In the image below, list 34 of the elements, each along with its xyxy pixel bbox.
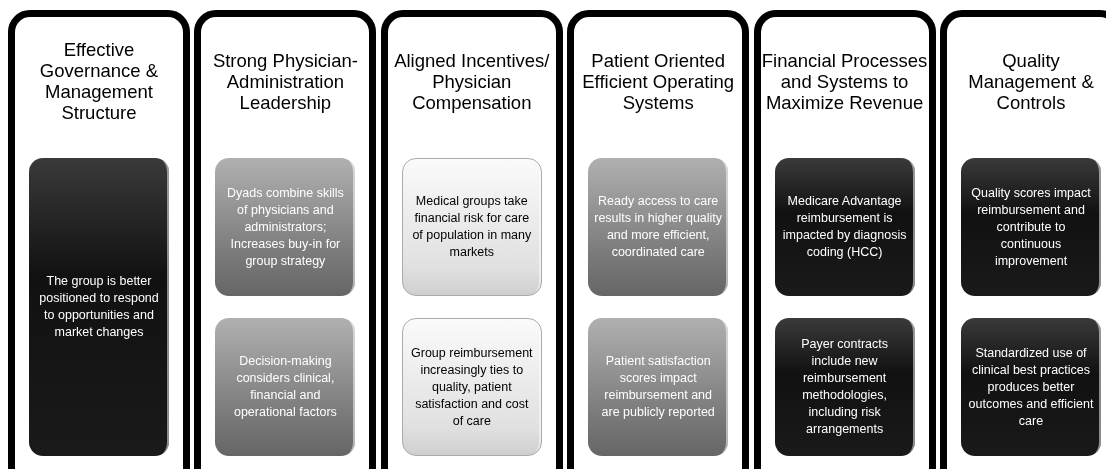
card-text: Medicare Advantage reimbursement is impacted by diagnosis coding (HCC) bbox=[781, 193, 908, 261]
description-card bbox=[774, 158, 915, 296]
card-text: The group is better positioned to respond to opportunities and market changes bbox=[38, 273, 160, 341]
category-column bbox=[567, 10, 750, 469]
column-heading: Aligned Incentives/ Physician Compensation bbox=[393, 49, 551, 113]
card-text: Medical groups take financial risk for care of population in many markets bbox=[411, 193, 533, 261]
category-column bbox=[753, 10, 936, 469]
category-column bbox=[8, 10, 190, 469]
card-text: Ready access to care results in higher quality and more efficient, coordinated care bbox=[594, 193, 723, 261]
card-text: Payer contracts include new reimbursement methodologies, including risk arrangements bbox=[800, 336, 889, 438]
category-column bbox=[940, 10, 1106, 469]
description-card bbox=[774, 318, 915, 456]
description-card bbox=[401, 318, 542, 456]
description-card bbox=[215, 158, 356, 296]
column-heading: Financial Processes and Systems to Maximize Revenue bbox=[760, 49, 929, 113]
description-card bbox=[961, 318, 1101, 456]
description-card bbox=[961, 158, 1101, 296]
card-text: Quality scores impact reimbursement and contribute to continuous improvement bbox=[970, 184, 1092, 270]
card-text: Decision-making considers clinical, financial and operational factors bbox=[232, 353, 338, 421]
card-text: Standardized use of clinical best practices produces better outcomes and efficient care bbox=[967, 344, 1095, 430]
column-heading: Patient Oriented Efficient Operating Systems bbox=[581, 49, 736, 113]
description-card bbox=[401, 158, 542, 296]
description-card bbox=[588, 318, 729, 456]
description-card bbox=[215, 318, 356, 456]
card-text: Patient satisfaction scores impact reimbursement and are publicly reported bbox=[600, 353, 716, 421]
column-heading: Strong Physician-Administration Leadership bbox=[211, 49, 359, 113]
card-text: Group reimbursement increasingly ties to quality, patient satisfaction and cost of care bbox=[410, 344, 534, 430]
description-card bbox=[29, 158, 169, 456]
column-heading: Quality Management & Controls bbox=[967, 49, 1095, 113]
category-column bbox=[194, 10, 377, 469]
card-text: Dyads combine skills of physicians and administrators; Increases buy-in for group strategy bbox=[226, 184, 345, 270]
column-heading: Effective Governance & Management Structure bbox=[38, 39, 160, 123]
category-column bbox=[380, 10, 563, 469]
description-card bbox=[588, 158, 729, 296]
